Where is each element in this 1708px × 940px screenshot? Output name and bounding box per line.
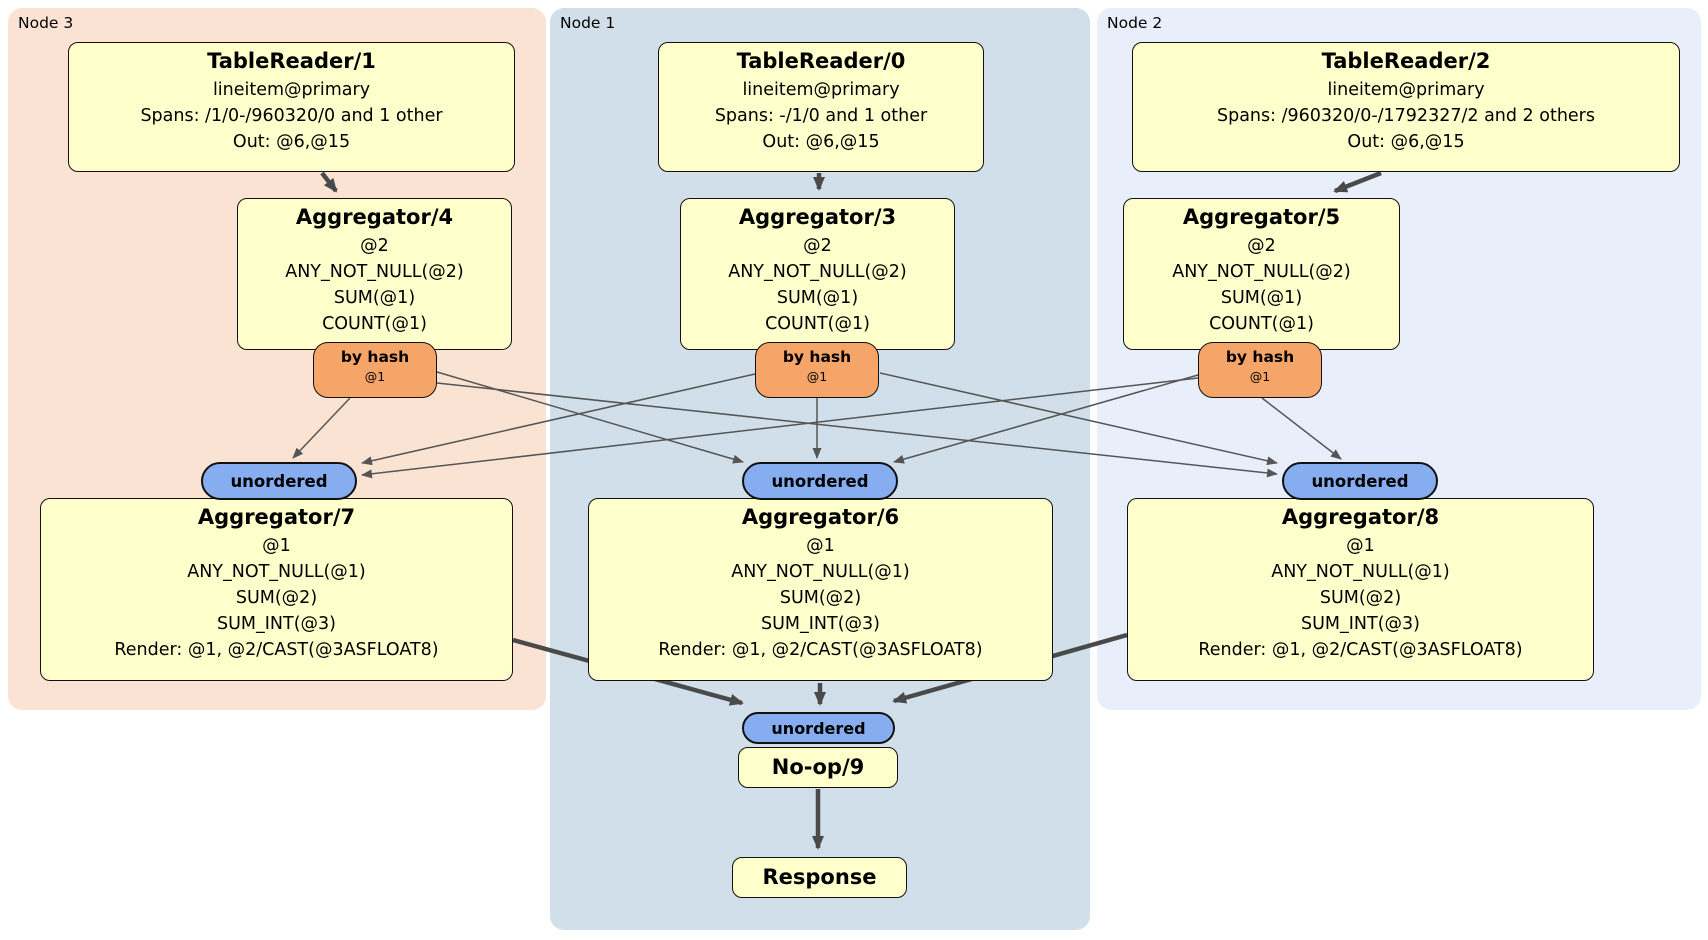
sync-unordered-final: unordered (742, 712, 895, 744)
box-line: SUM(@2) (235, 588, 318, 608)
box-line: ANY_NOT_NULL(@1) (187, 562, 366, 582)
router-by-hash-node1: by hash @1 (755, 342, 879, 398)
box-line: ANY_NOT_NULL(@2) (728, 262, 907, 282)
box-line: COUNT(@1) (322, 314, 427, 334)
box-aggregator-3: Aggregator/3 @2 ANY_NOT_NULL(@2) SUM(@1)… (680, 198, 955, 350)
router-label: by hash (340, 348, 410, 366)
box-line: SUM_INT(@3) (217, 614, 336, 634)
box-noop-9: No-op/9 (738, 747, 898, 788)
router-label: by hash (1225, 348, 1295, 366)
box-line: Spans: /960320/0-/1792327/2 and 2 others (1216, 106, 1595, 126)
box-title: TableReader/1 (207, 49, 376, 73)
box-line: SUM(@1) (776, 288, 859, 308)
box-title: No-op/9 (771, 755, 865, 779)
box-title: Aggregator/3 (738, 205, 897, 229)
box-line: Out: @6,@15 (232, 132, 351, 152)
box-title: Aggregator/8 (1281, 505, 1440, 529)
sync-unordered-node3: unordered (201, 462, 357, 500)
box-line: ANY_NOT_NULL(@2) (285, 262, 464, 282)
sync-label: unordered (1311, 471, 1409, 491)
sync-label: unordered (230, 471, 328, 491)
box-aggregator-6: Aggregator/6 @1 ANY_NOT_NULL(@1) SUM(@2)… (588, 498, 1053, 681)
box-line: Spans: /1/0-/960320/0 and 1 other (140, 106, 443, 126)
box-line: lineitem@primary (742, 80, 900, 100)
box-title: Aggregator/6 (741, 505, 900, 529)
box-title: Response (762, 865, 877, 889)
box-title: Aggregator/4 (295, 205, 454, 229)
router-key: @1 (1249, 369, 1271, 384)
box-line: COUNT(@1) (1209, 314, 1314, 334)
box-tablereader-0: TableReader/0 lineitem@primary Spans: -/… (658, 42, 984, 172)
panel-node-2-label: Node 2 (1107, 14, 1163, 32)
panel-node-1-label: Node 1 (560, 14, 616, 32)
box-line: @2 (803, 236, 832, 256)
box-line: ANY_NOT_NULL(@2) (1172, 262, 1351, 282)
box-line: @1 (1346, 536, 1375, 556)
sync-unordered-node2: unordered (1282, 462, 1438, 500)
box-aggregator-5: Aggregator/5 @2 ANY_NOT_NULL(@2) SUM(@1)… (1123, 198, 1400, 350)
box-line: Out: @6,@15 (762, 132, 880, 152)
box-tablereader-2: TableReader/2 lineitem@primary Spans: /9… (1132, 42, 1680, 172)
box-line: Spans: -/1/0 and 1 other (714, 106, 928, 126)
box-title: Aggregator/7 (197, 505, 356, 529)
box-line: SUM(@1) (1220, 288, 1303, 308)
sync-label: unordered (771, 718, 866, 738)
box-line: @1 (262, 536, 291, 556)
router-label: by hash (782, 348, 852, 366)
box-line: SUM(@1) (333, 288, 416, 308)
box-tablereader-1: TableReader/1 lineitem@primary Spans: /1… (68, 42, 515, 172)
box-line: lineitem@primary (212, 80, 371, 100)
box-line: @1 (806, 536, 835, 556)
box-line: SUM_INT(@3) (1301, 614, 1420, 634)
sync-label: unordered (771, 471, 869, 491)
router-by-hash-node3: by hash @1 (313, 342, 437, 398)
router-by-hash-node2: by hash @1 (1198, 342, 1322, 398)
box-line: COUNT(@1) (765, 314, 870, 334)
box-line: ANY_NOT_NULL(@1) (1271, 562, 1450, 582)
sync-unordered-node1: unordered (742, 462, 898, 500)
box-line: Render: @1, @2/CAST(@3ASFLOAT8) (658, 640, 983, 660)
box-title: TableReader/0 (736, 49, 906, 73)
box-line: @2 (1247, 236, 1276, 256)
box-line: ANY_NOT_NULL(@1) (731, 562, 910, 582)
box-aggregator-7: Aggregator/7 @1 ANY_NOT_NULL(@1) SUM(@2)… (40, 498, 513, 681)
box-title: Aggregator/5 (1182, 205, 1341, 229)
box-response: Response (732, 857, 907, 898)
box-line: @2 (360, 236, 389, 256)
box-line: Out: @6,@15 (1347, 132, 1465, 152)
panel-node-3-label: Node 3 (18, 14, 74, 32)
router-key: @1 (806, 369, 828, 384)
box-title: TableReader/2 (1321, 49, 1491, 73)
box-line: Render: @1, @2/CAST(@3ASFLOAT8) (114, 640, 439, 660)
box-line: SUM(@2) (1319, 588, 1402, 608)
router-key: @1 (364, 369, 386, 384)
box-aggregator-8: Aggregator/8 @1 ANY_NOT_NULL(@1) SUM(@2)… (1127, 498, 1594, 681)
box-line: Render: @1, @2/CAST(@3ASFLOAT8) (1198, 640, 1523, 660)
box-line: SUM_INT(@3) (761, 614, 880, 634)
box-aggregator-4: Aggregator/4 @2 ANY_NOT_NULL(@2) SUM(@1)… (237, 198, 512, 350)
box-line: SUM(@2) (779, 588, 862, 608)
box-line: lineitem@primary (1327, 80, 1485, 100)
